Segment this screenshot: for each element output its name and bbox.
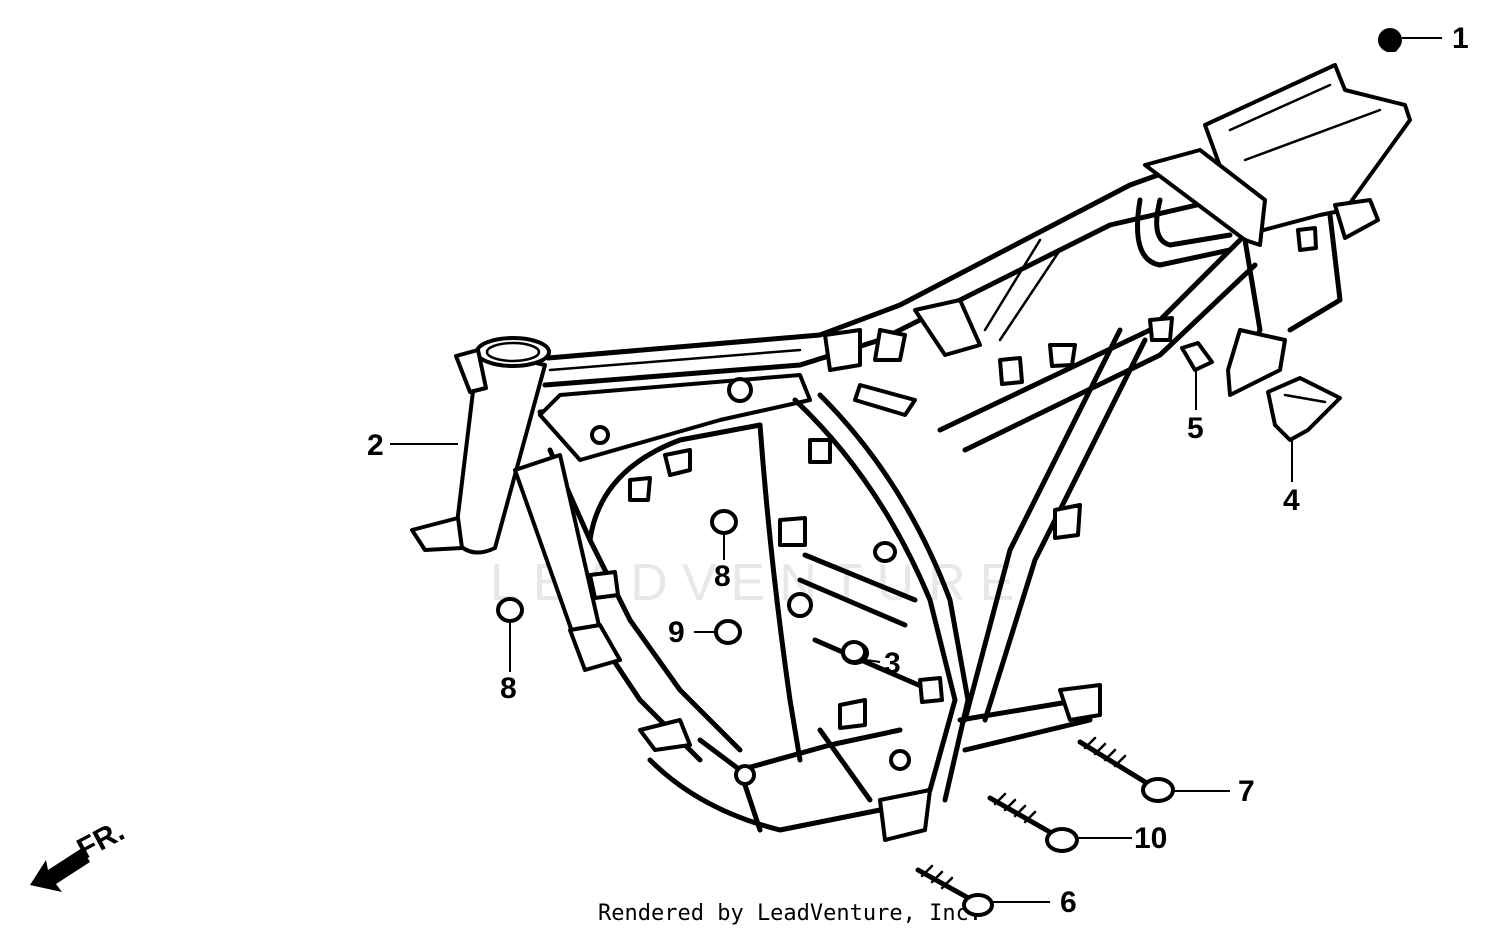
nut-part-9 — [714, 619, 742, 645]
footer-credit: Rendered by LeadVenture, Inc. — [598, 901, 982, 926]
nut-part-8-lower — [496, 597, 524, 623]
head-tube — [410, 336, 551, 555]
callout-8-lower: 8 — [500, 672, 517, 705]
grommet-part-1 — [1378, 28, 1402, 52]
bolt-part-7 — [1077, 736, 1175, 803]
callout-1: 1 — [1452, 22, 1469, 55]
callout-4: 4 — [1283, 484, 1300, 517]
collar-part-3 — [841, 640, 867, 664]
bracket-part-4 — [1266, 376, 1342, 442]
callout-8-upper: 8 — [714, 560, 731, 593]
nut-part-5 — [1180, 341, 1214, 372]
callout-9: 9 — [668, 616, 685, 649]
leader-lines — [390, 37, 1442, 903]
nut-part-8-upper — [710, 509, 738, 535]
frame-body — [410, 63, 1412, 842]
callout-6: 6 — [1060, 886, 1077, 919]
callout-3: 3 — [884, 647, 901, 680]
bolt-part-6 — [915, 864, 994, 917]
callout-7: 7 — [1238, 775, 1255, 808]
callout-2: 2 — [367, 429, 384, 462]
bolt-part-10 — [987, 792, 1079, 853]
callout-5: 5 — [1187, 412, 1204, 445]
front-direction-indicator: FR. — [30, 814, 130, 892]
front-arrow-icon — [30, 848, 90, 892]
callout-10: 10 — [1134, 822, 1167, 855]
